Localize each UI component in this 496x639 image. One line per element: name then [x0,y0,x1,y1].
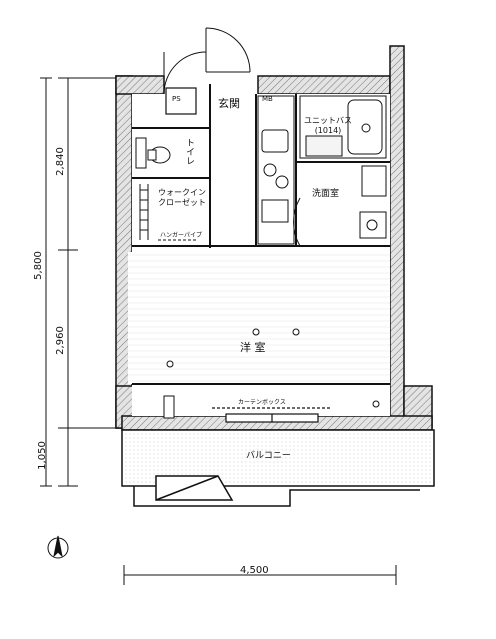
balcony [121,429,435,507]
dim-top-section: 2,840 [54,147,66,176]
dim-balcony: 1,050 [36,441,48,470]
unit-bath-line1: ユニットバス [304,116,352,125]
ps-shaft [165,87,197,115]
toilet-fixture [135,137,171,169]
room-western: 洋 室 [240,341,266,354]
room-entrance: 玄関 [218,97,240,110]
unit-bath [299,95,387,159]
dimension-lines [40,77,397,585]
walk-in-closet-line2: クローゼット [158,198,206,207]
room-unit-bath: ユニットバス (1014) [304,116,352,136]
label-closet-pipe: ハンガーパイプ [160,232,202,239]
room-balcony: バルコニー [246,451,291,461]
unit-bath-line2: (1014) [314,126,342,135]
washroom-fixtures [293,165,387,247]
dim-main-room: 2,960 [54,326,66,355]
dim-width: 4,500 [240,565,269,576]
room-toilet: トイレ [184,138,194,165]
closet-shelves [139,184,196,241]
interior-walls [132,84,390,385]
room-washroom: 洗面室 [312,189,340,199]
ac-unit [163,395,175,419]
label-ps: PS [172,95,181,103]
dim-total-height: 5,800 [32,251,44,280]
entrance-door [163,27,251,95]
north-arrow-icon [47,535,69,559]
kitchen-counter [257,95,295,245]
balcony-window [212,407,332,423]
walk-in-closet-line1: ウォークイン [158,188,206,197]
room-walk-in-closet: ウォークイン クローゼット [158,188,206,208]
label-mb: MB [262,95,273,103]
label-curtain-box: カーテンボックス [238,399,286,406]
outlets [166,328,380,408]
